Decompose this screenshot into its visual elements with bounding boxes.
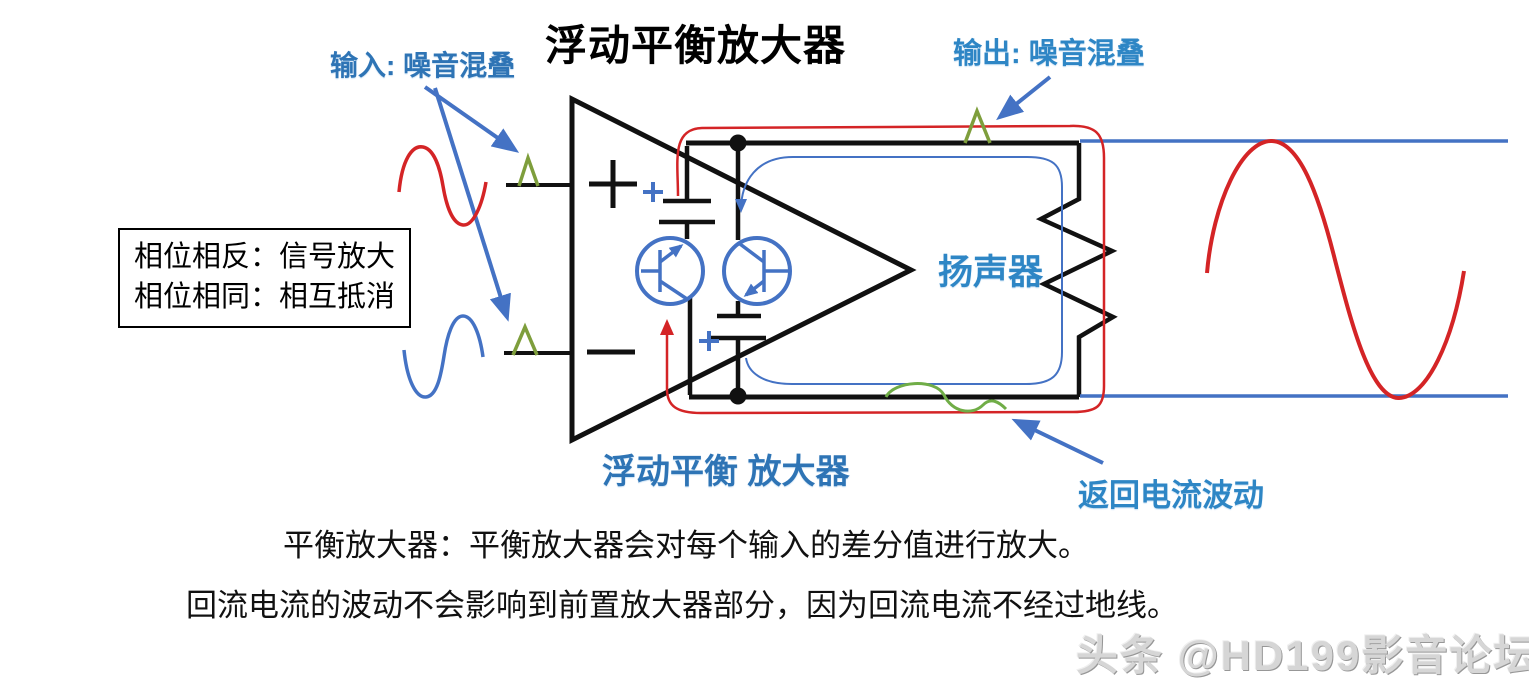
return-current-label: 返回电流波动	[1078, 478, 1264, 513]
red-elements-group	[397, 124, 1466, 415]
input-sine-blue	[402, 314, 485, 399]
floating-amplifier-label: 浮动平衡 放大器	[602, 453, 850, 491]
input-noise-label: 输入: 噪音混叠	[330, 50, 516, 81]
description-line2: 回流电流的波动不会影响到前置放大器部分，因为回流电流不经过地线。	[186, 588, 1178, 623]
output-sine-red	[1205, 138, 1466, 401]
noise-caret-output	[963, 106, 992, 144]
watermark: 头条 @HD199影音论坛	[1076, 632, 1529, 679]
return-current-loop-red	[660, 124, 1106, 415]
transistor-1	[635, 236, 705, 306]
junction-dot-top	[729, 134, 747, 152]
plus-polarity-top	[643, 182, 663, 202]
phase-explanation-box: 相位相反：信号放大 相位相同：相互抵消	[118, 228, 412, 328]
input-sine-red	[397, 145, 488, 227]
transistor-2	[722, 236, 792, 306]
junction-dot-bottom	[729, 387, 747, 405]
output-noise-label: 输出: 噪音混叠	[953, 38, 1145, 70]
input-pointer-arrow-bottom	[433, 87, 511, 322]
green-elements-group	[511, 106, 1008, 413]
phase-box-line1: 相位相反：信号放大	[134, 241, 396, 273]
amplifier-triangle	[569, 94, 917, 445]
plus-input-symbol	[589, 160, 637, 208]
return-current-squiggle	[884, 382, 1008, 413]
output-pointer-arrow	[996, 75, 1052, 121]
speaker-resistor-zigzag	[1035, 143, 1118, 397]
return-current-pointer-arrow	[1011, 418, 1104, 465]
speaker-label: 扬声器	[938, 253, 1044, 292]
plus-polarity-bottom	[699, 331, 719, 351]
phase-box-line2: 相位相同：相互抵消	[134, 281, 396, 313]
blue-elements-group	[402, 75, 1508, 465]
page-title: 浮动平衡放大器	[545, 22, 847, 69]
noise-caret-input-top	[517, 152, 540, 187]
description-line1: 平衡放大器：平衡放大器会对每个输入的差分值进行放大。	[283, 528, 1089, 563]
capacitor-top	[659, 146, 715, 239]
capacitor-bottom	[711, 313, 766, 392]
noise-caret-input-bottom	[511, 322, 539, 356]
signal-current-loop	[735, 156, 1063, 385]
